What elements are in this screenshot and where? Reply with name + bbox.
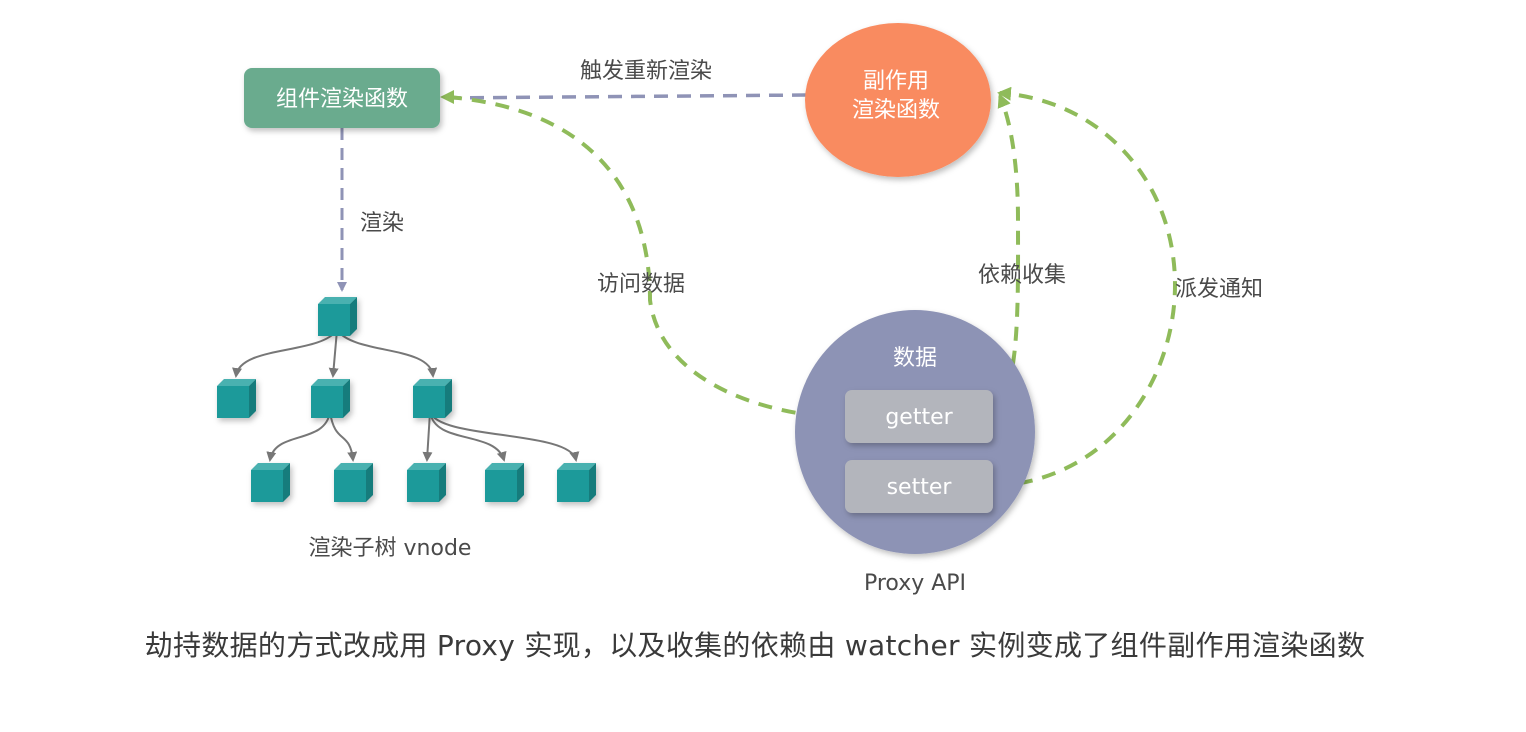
side-effect-render-fn-node: 副作用 渲染函数 [805, 23, 991, 177]
side-effect-line1: 副作用 [863, 69, 929, 94]
getter-box: getter [845, 390, 993, 443]
vnode-root-cube [318, 297, 357, 336]
setter-label: setter [887, 475, 953, 500]
vnode-tree-caption: 渲染子树 vnode [309, 536, 472, 561]
edge-trigger-rerender [444, 92, 807, 103]
edge-dispatch-notify [994, 86, 1178, 488]
vnode-cube [413, 379, 452, 418]
edge-label-dependency-collection: 依赖收集 [978, 263, 1066, 288]
tree-edge [429, 411, 580, 462]
edge-label-trigger-rerender: 触发重新渲染 [580, 59, 712, 84]
vnode-cube [557, 463, 596, 502]
proxy-api-caption: Proxy API [864, 571, 966, 596]
tree-edge [266, 411, 331, 462]
vnode-cube [407, 463, 446, 502]
data-node: 数据 getter setter [795, 310, 1035, 554]
tree-edge [232, 329, 338, 378]
footer-caption: 劫持数据的方式改成用 Proxy 实现，以及收集的依赖由 watcher 实例变… [144, 629, 1366, 662]
component-render-fn-node: 组件渲染函数 [244, 68, 440, 128]
getter-label: getter [885, 405, 953, 430]
tree-edge [328, 329, 339, 378]
vnode-cube [251, 463, 290, 502]
tree-edge [422, 411, 433, 462]
edge-label-access-data: 访问数据 [597, 272, 685, 297]
vnode-cube [311, 379, 350, 418]
setter-box: setter [845, 460, 993, 513]
tree-edge [329, 411, 358, 462]
data-title: 数据 [893, 346, 937, 371]
edge-label-dispatch-notify: 派发通知 [1175, 277, 1263, 302]
tree-edge [429, 411, 507, 462]
vnode-cube [334, 463, 373, 502]
component-render-fn-label: 组件渲染函数 [276, 87, 408, 112]
edge-access-data [447, 95, 848, 425]
vnode-cube [485, 463, 524, 502]
vnode-cube [217, 379, 256, 418]
edge-label-render: 渲染 [360, 211, 404, 236]
tree-edge [336, 329, 438, 378]
arrowhead-access-data-start [440, 90, 454, 104]
vnode-tree [217, 297, 596, 502]
side-effect-line2: 渲染函数 [852, 98, 940, 123]
